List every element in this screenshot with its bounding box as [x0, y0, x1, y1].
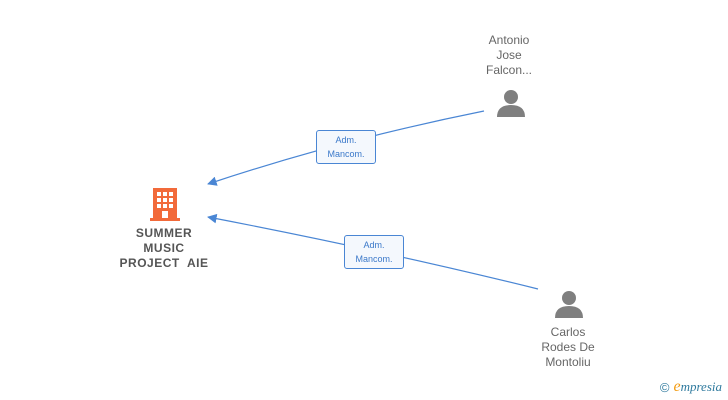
person-top-line-1: Antonio [488, 33, 530, 47]
company-name-line-2: MUSIC [143, 241, 185, 255]
brand-logo: empresia [673, 378, 722, 395]
person-bottom-name[interactable]: Carlos Rodes De Montoliu [522, 325, 614, 370]
building-icon[interactable] [150, 186, 180, 222]
edge-label-bottom-line-2: Mancom. [355, 254, 393, 264]
person-bottom-line-3: Montoliu [545, 355, 591, 369]
company-name-line-3: PROJECT AIE [119, 256, 209, 270]
person-bottom-line-1: Carlos [550, 325, 586, 339]
edge-label-top-line-1: Adm. [335, 135, 357, 145]
person-icon[interactable] [554, 289, 584, 319]
person-top-name[interactable]: Antonio Jose Falcon... [466, 33, 552, 78]
person-top-line-3: Falcon... [485, 63, 533, 77]
footer-brand[interactable]: © empresia [660, 378, 722, 396]
person-bottom-line-2: Rodes De [541, 340, 595, 354]
edge-label-bottom[interactable]: Adm. Mancom. [344, 235, 404, 269]
company-name-line-1: SUMMER [135, 226, 193, 240]
edge-label-top[interactable]: Adm. Mancom. [316, 130, 376, 164]
person-icon[interactable] [496, 88, 526, 118]
copyright-icon: © [659, 379, 670, 395]
edge-label-top-line-2: Mancom. [327, 149, 365, 159]
company-name[interactable]: SUMMER MUSIC PROJECT AIE [100, 226, 228, 271]
person-top-line-2: Jose [496, 48, 522, 62]
edge-label-bottom-line-1: Adm. [363, 240, 385, 250]
